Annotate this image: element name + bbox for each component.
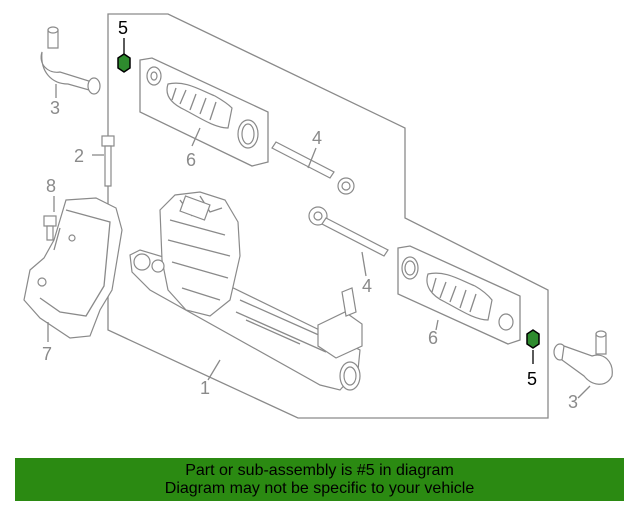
boot-right-drawing	[401, 256, 514, 331]
callout-8: 8	[46, 176, 56, 196]
callout-6-left: 6	[186, 150, 196, 170]
callout-5-left: 5	[118, 18, 128, 38]
callout-6-right: 6	[428, 328, 438, 348]
callout-7: 7	[42, 344, 52, 364]
heat-shield-drawing	[23, 197, 123, 339]
callout-3-right: 3	[568, 392, 578, 412]
bolt-drawing	[101, 135, 115, 187]
callout-1: 1	[200, 378, 210, 398]
steering-rack-drawing	[129, 191, 363, 391]
outer-tie-rod-right-drawing	[553, 330, 613, 385]
boot-kit-right-outline	[397, 245, 521, 345]
nut-right-icon[interactable]	[526, 329, 540, 349]
info-banner: Part or sub-assembly is #5 in diagram Di…	[15, 458, 624, 501]
leader-lines	[47, 38, 591, 399]
outer-tie-rod-left-drawing	[40, 26, 101, 95]
inner-tie-rod-lower-drawing	[308, 206, 389, 257]
stud-drawing	[43, 215, 57, 241]
boot-left-drawing	[146, 66, 259, 149]
callout-5-right: 5	[527, 369, 537, 389]
callout-3-left: 3	[50, 98, 60, 118]
inner-tie-rod-upper-drawing	[271, 141, 355, 195]
boot-kit-left-outline	[139, 57, 269, 167]
parts-diagram: 3 2 8 7 6 4 4 6 1 3 5 5	[23, 13, 613, 419]
nut-left-icon[interactable]	[117, 53, 131, 73]
assembly-outline	[107, 13, 549, 419]
banner-line-1: Part or sub-assembly is #5 in diagram	[185, 462, 454, 479]
banner-line-2: Diagram may not be specific to your vehi…	[164, 480, 475, 497]
callout-2: 2	[74, 146, 84, 166]
callout-4-upper: 4	[312, 128, 322, 148]
callout-4-lower: 4	[362, 276, 372, 296]
